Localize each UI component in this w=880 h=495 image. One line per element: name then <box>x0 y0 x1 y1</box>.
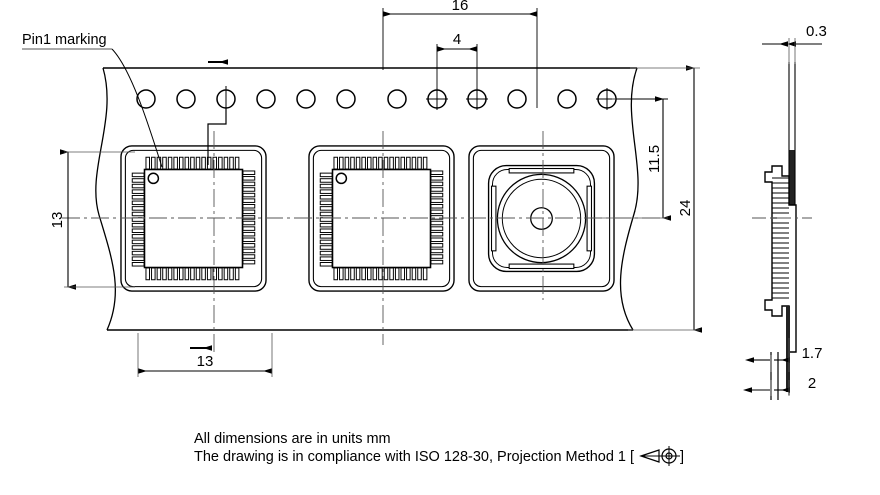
break-line-right <box>619 67 639 331</box>
dimension-16: 16 <box>382 0 538 108</box>
dimension-4: 4 <box>436 31 478 92</box>
dimension-13-horizontal: 13 <box>137 333 273 377</box>
pocket-with-qfp-1 <box>121 146 266 291</box>
dimension-2-value: 2 <box>808 375 816 392</box>
pocket-with-qfp-2 <box>309 146 454 291</box>
dimension-2: 2 <box>743 375 816 396</box>
sprocket-hole <box>387 89 407 109</box>
dimension-24-value: 24 <box>677 200 694 217</box>
sprocket-hole <box>136 89 156 109</box>
sprocket-hole-crosshairs <box>225 86 618 112</box>
top-view-carrier-tape: 16 4 11.5 24 13 <box>22 0 702 377</box>
cover-tape-hatch <box>789 150 795 206</box>
sprocket-hole <box>336 89 356 109</box>
dimension-1-7-value: 1.7 <box>802 345 823 362</box>
projection-method-1-symbol <box>639 446 680 466</box>
carrier-base-hatch <box>786 306 790 392</box>
center-lines <box>62 131 660 355</box>
pocket-empty-3 <box>468 145 615 292</box>
sprocket-hole <box>557 89 577 109</box>
dimension-13-vertical: 13 <box>49 149 135 290</box>
sprocket-hole <box>296 89 316 109</box>
lead-stack-section <box>772 177 789 299</box>
note-units: All dimensions are in units mm <box>194 431 391 447</box>
dimension-1-7: 1.7 <box>745 338 823 372</box>
sprocket-hole <box>507 89 527 109</box>
break-line-left <box>95 67 117 331</box>
dimension-13-vertical-value: 13 <box>49 212 66 229</box>
side-view-carrier-tape: 0.3 1.7 2 <box>743 23 827 400</box>
sprocket-hole <box>256 89 276 109</box>
dimension-13-horizontal-value: 13 <box>197 353 214 370</box>
dimension-0-3-value: 0.3 <box>806 23 827 40</box>
dimension-0-3: 0.3 <box>762 23 827 64</box>
pin1-marking-label: Pin1 marking <box>22 32 107 48</box>
note-standard-suffix: ] <box>680 449 684 465</box>
drawing-notes: All dimensions are in units mm The drawi… <box>194 431 684 466</box>
dimension-11-5-value: 11.5 <box>646 145 663 173</box>
dimension-11-5: 11.5 <box>600 96 671 221</box>
dimension-16-value: 16 <box>452 0 469 14</box>
sprocket-hole-row <box>136 89 617 109</box>
pin1-marking-callout: Pin1 marking <box>22 32 163 168</box>
dimension-24: 24 <box>628 65 702 333</box>
sprocket-hole <box>176 89 196 109</box>
dimension-4-value: 4 <box>453 31 461 48</box>
index-hole-leader <box>207 108 227 165</box>
tape-outline <box>103 67 637 331</box>
note-standard: The drawing is in compliance with ISO 12… <box>194 449 634 465</box>
